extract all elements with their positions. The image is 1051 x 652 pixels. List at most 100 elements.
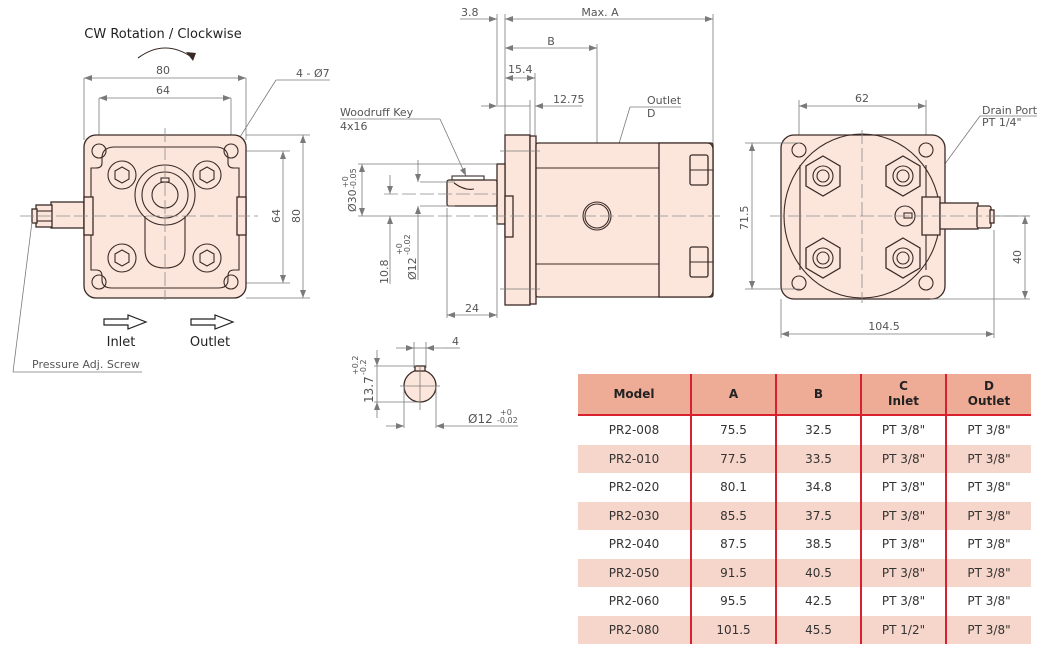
dim-max-a: Max. A bbox=[581, 6, 619, 19]
cell-a: 80.1 bbox=[690, 473, 776, 502]
rotation-label: CW Rotation / Clockwise bbox=[84, 27, 241, 42]
dim-key-tol-lower: -0.2 bbox=[359, 359, 368, 375]
cell-model: PR2-010 bbox=[578, 444, 691, 473]
dim-shaft-tol-lower: -0.02 bbox=[403, 234, 412, 255]
outlet-arrow-icon bbox=[190, 314, 235, 330]
drain-port-label: Drain Port bbox=[982, 104, 1038, 117]
shaft-section: 4 13.7 +0.2 -0.2 Ø12 +0 -0.02 bbox=[351, 335, 518, 429]
cell-c-inlet: PT 3/8" bbox=[860, 444, 946, 473]
cell-c-inlet: PT 3/8" bbox=[860, 415, 946, 445]
header-c-label: C bbox=[899, 379, 908, 393]
header-a-label: A bbox=[728, 386, 739, 401]
cell-d-outlet: PT 3/8" bbox=[945, 530, 1031, 559]
drain-port-size: PT 1/4" bbox=[982, 116, 1022, 129]
inlet-label: Inlet bbox=[107, 335, 136, 350]
cell-a: 77.5 bbox=[690, 444, 776, 473]
cell-model: PR2-060 bbox=[578, 587, 691, 616]
cell-b: 42.5 bbox=[775, 587, 861, 616]
header-a: A bbox=[690, 374, 776, 416]
cell-a: 85.5 bbox=[690, 501, 776, 530]
cell-d-outlet: PT 3/8" bbox=[945, 558, 1031, 587]
dim-width-inner: 64 bbox=[156, 84, 170, 97]
cell-a: 75.5 bbox=[690, 415, 776, 445]
cell-c-inlet: PT 3/8" bbox=[860, 501, 946, 530]
cell-a: 95.5 bbox=[690, 587, 776, 616]
cell-b: 33.5 bbox=[775, 444, 861, 473]
side-view: 3.8 Max. A B 15.4 12.75 Outlet D Woodruf… bbox=[340, 6, 720, 318]
dim-key-width: 4 bbox=[452, 335, 459, 348]
pressure-screw-label: Pressure Adj. Screw bbox=[32, 358, 140, 371]
rear-view: 62 Drain Port PT 1/4" bbox=[738, 92, 1038, 338]
outlet-code: D bbox=[647, 107, 655, 120]
dim-pilot: Ø30 bbox=[346, 189, 359, 212]
cell-c-inlet: PT 3/8" bbox=[860, 530, 946, 559]
dim-pilot-tol-lower: -0.05 bbox=[349, 168, 358, 189]
cell-a: 91.5 bbox=[690, 558, 776, 587]
holes-label: 4 - Ø7 bbox=[296, 67, 330, 80]
bolt-icon bbox=[107, 160, 222, 273]
outlet-label: Outlet bbox=[647, 94, 682, 107]
dim-62: 62 bbox=[855, 92, 869, 105]
cell-c-inlet: PT 3/8" bbox=[860, 587, 946, 616]
cell-a: 87.5 bbox=[690, 530, 776, 559]
mounting-hole-icon bbox=[91, 143, 239, 290]
front-view: CW Rotation / Clockwise 80 64 4 - Ø7 80 … bbox=[12, 27, 330, 373]
cell-b: 38.5 bbox=[775, 530, 861, 559]
cell-c-inlet: PT 3/8" bbox=[860, 473, 946, 502]
header-c-sublabel: Inlet bbox=[888, 394, 919, 408]
cell-b: 32.5 bbox=[775, 415, 861, 445]
dim-key-height: 13.7 bbox=[362, 376, 376, 403]
rotation-arrowhead-icon bbox=[186, 52, 196, 61]
dim-12-75: 12.75 bbox=[553, 93, 585, 106]
cell-b: 45.5 bbox=[775, 615, 861, 644]
dim-diameter: Ø12 bbox=[468, 412, 493, 426]
cell-model: PR2-030 bbox=[578, 501, 691, 530]
cell-model: PR2-008 bbox=[578, 415, 691, 445]
dim-diameter-tol-upper: +0 bbox=[500, 408, 512, 417]
cell-d-outlet: PT 3/8" bbox=[945, 473, 1031, 502]
dim-diameter-tol-lower: -0.02 bbox=[497, 416, 518, 425]
cell-d-outlet: PT 3/8" bbox=[945, 615, 1031, 644]
cell-b: 34.8 bbox=[775, 473, 861, 502]
rotation-arrow-icon bbox=[137, 47, 194, 59]
dim-104-5: 104.5 bbox=[868, 320, 900, 333]
woodruff-size: 4x16 bbox=[340, 120, 368, 133]
cell-b: 37.5 bbox=[775, 501, 861, 530]
cell-a: 101.5 bbox=[690, 615, 776, 644]
dim-shaft-length: 24 bbox=[465, 302, 479, 315]
cell-d-outlet: PT 3/8" bbox=[945, 587, 1031, 616]
dim-pilot-tol-upper: +0 bbox=[341, 176, 350, 188]
dim-40: 40 bbox=[1011, 250, 1024, 264]
dim-width-outer: 80 bbox=[156, 64, 170, 77]
dim-height-outer: 80 bbox=[290, 209, 303, 223]
cell-d-outlet: PT 3/8" bbox=[945, 415, 1031, 445]
dim-height-inner: 64 bbox=[270, 209, 283, 223]
woodruff-label: Woodruff Key bbox=[340, 106, 414, 119]
nut-icon bbox=[805, 155, 921, 279]
dim-offset: 10.8 bbox=[378, 260, 391, 285]
cell-c-inlet: PT 1/2" bbox=[860, 615, 946, 644]
cell-b: 40.5 bbox=[775, 558, 861, 587]
cell-d-outlet: PT 3/8" bbox=[945, 444, 1031, 473]
cell-model: PR2-080 bbox=[578, 615, 691, 644]
cell-model: PR2-040 bbox=[578, 530, 691, 559]
dim-15-4: 15.4 bbox=[508, 63, 533, 76]
dim-shaft: Ø12 bbox=[406, 257, 419, 280]
header-d-sublabel: Outlet bbox=[967, 394, 1011, 408]
inlet-arrow-icon bbox=[103, 314, 148, 330]
header-b: B bbox=[775, 374, 861, 416]
header-model: Model bbox=[578, 374, 691, 416]
cell-model: PR2-020 bbox=[578, 473, 691, 502]
dim-shaft-tol-upper: +0 bbox=[395, 243, 404, 255]
